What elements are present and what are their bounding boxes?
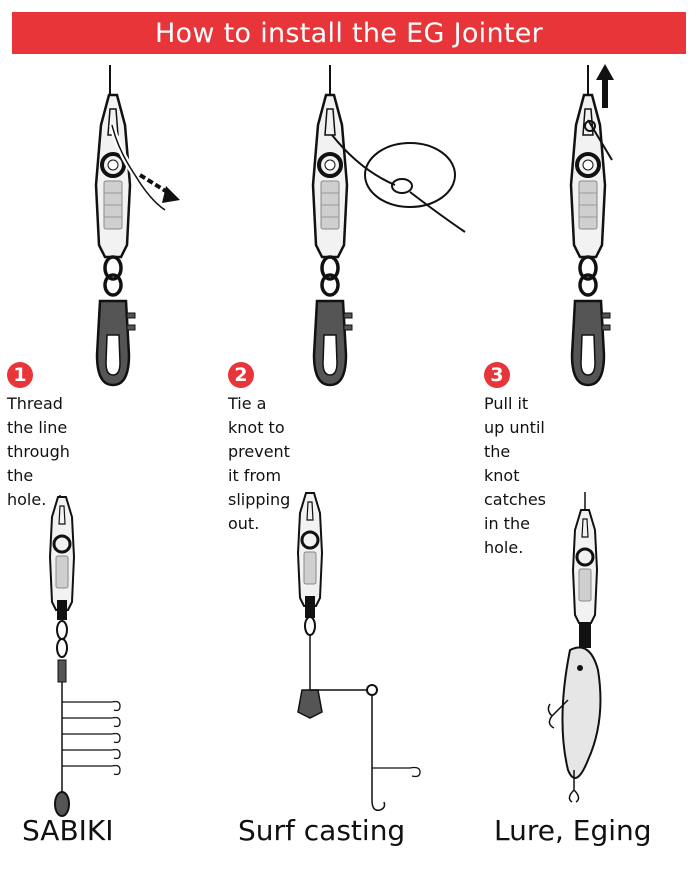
title-banner: How to install the EG Jointer xyxy=(12,12,686,54)
step-instruction: Thread the line through the hole. xyxy=(7,394,70,509)
surf-casting-rig-illustration xyxy=(296,491,421,812)
page-title: How to install the EG Jointer xyxy=(154,17,544,49)
step-number-badge: 2 xyxy=(228,362,254,388)
step-number-badge: 1 xyxy=(7,362,33,388)
step-instruction: Tie a knot to prevent it from slipping o… xyxy=(228,394,291,533)
lure-rig-illustration xyxy=(547,492,602,803)
step2-illustration xyxy=(311,65,466,387)
step-instruction: Pull it up until the knot catches in the… xyxy=(484,394,546,557)
usage-label-surf-casting: Surf casting xyxy=(238,814,406,847)
step3-illustration xyxy=(569,64,614,387)
step-number-badge: 3 xyxy=(484,362,510,388)
usage-label-sabiki: SABIKI xyxy=(22,814,114,847)
sabiki-rig-illustration xyxy=(48,495,121,817)
step1-illustration xyxy=(94,65,180,387)
usage-label-lure-eging: Lure, Eging xyxy=(494,814,652,847)
